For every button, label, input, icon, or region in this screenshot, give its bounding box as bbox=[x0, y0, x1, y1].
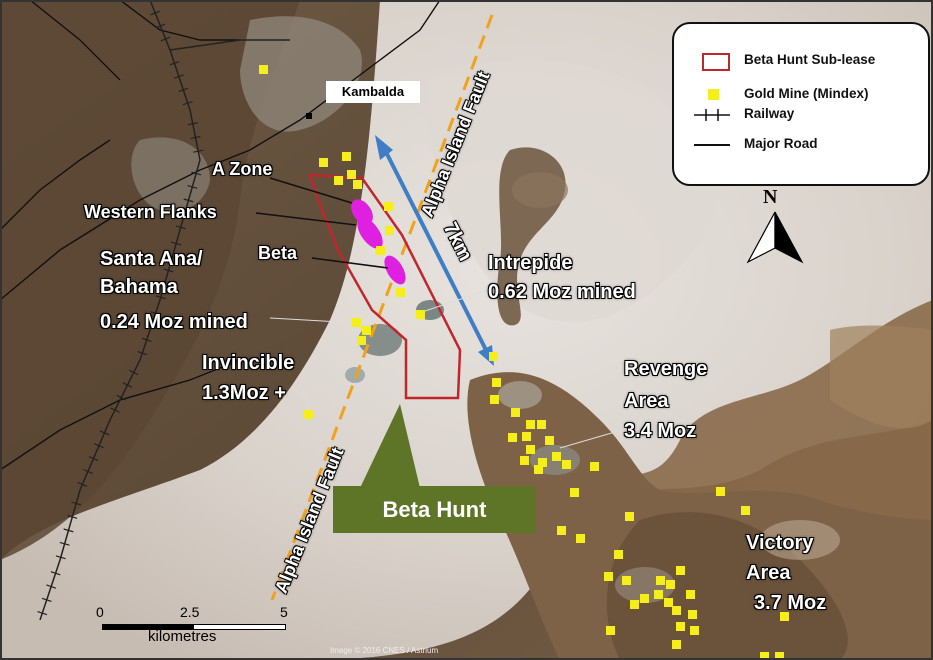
legend-label: Major Road bbox=[744, 136, 818, 151]
deposit-western-flanks bbox=[357, 217, 383, 249]
railway-icon bbox=[692, 104, 732, 126]
distance-arrow bbox=[375, 135, 494, 366]
legend-item-sublease: Beta Hunt Sub-lease bbox=[674, 50, 928, 72]
town-marker bbox=[306, 113, 312, 119]
thin-leader-lines bbox=[269, 289, 623, 449]
red-box-icon bbox=[692, 50, 732, 72]
label-victory-line1: Victory bbox=[746, 532, 814, 554]
town-label-kambalda: Kambalda bbox=[326, 81, 420, 103]
label-santa-ana-line1: Santa Ana/ bbox=[100, 248, 203, 270]
deposit-a-zone bbox=[351, 199, 373, 225]
label-victory-line2: Area bbox=[746, 562, 791, 584]
legend-item-railway: Railway bbox=[674, 104, 928, 126]
label-revenge-line2: Area bbox=[624, 390, 669, 412]
leader-lines bbox=[255, 177, 389, 269]
image-credit: Image © 2016 CNES / Astrium bbox=[330, 646, 439, 655]
beta-hunt-pointer bbox=[360, 404, 420, 488]
scale-tick-0: 0 bbox=[96, 604, 104, 620]
railway-ties bbox=[37, 10, 204, 616]
legend-label: Gold Mine (Mindex) bbox=[744, 86, 869, 101]
deposit-beta bbox=[384, 255, 406, 285]
label-victory-line3: 3.7 Moz bbox=[754, 592, 827, 614]
scale-tick-2-5: 2.5 bbox=[180, 604, 200, 620]
fault-line bbox=[270, 14, 494, 601]
beta-hunt-callout: Beta Hunt bbox=[333, 486, 536, 533]
legend-label: Railway bbox=[744, 106, 795, 121]
label-intrepide-line2: 0.62 Moz mined bbox=[488, 281, 636, 303]
yellow-square-icon bbox=[692, 84, 732, 106]
north-label: N bbox=[763, 186, 778, 208]
scale-line bbox=[102, 624, 286, 630]
label-a-zone: A Zone bbox=[212, 159, 273, 179]
label-invincible-line1: Invincible bbox=[202, 352, 295, 374]
legend-item-gold-mine: Gold Mine (Mindex) bbox=[674, 84, 928, 106]
road-line-icon bbox=[692, 134, 732, 156]
legend-label: Beta Hunt Sub-lease bbox=[744, 52, 876, 67]
scale-unit: kilometres bbox=[148, 628, 217, 645]
label-intrepide-line1: Intrepide bbox=[488, 252, 573, 274]
label-invincible-line2: 1.3Moz + bbox=[202, 382, 286, 404]
label-revenge-line1: Revenge bbox=[624, 358, 708, 380]
north-arrow-icon bbox=[746, 211, 804, 264]
scale-bar: 0 2.5 5 kilometres bbox=[90, 604, 310, 654]
sublease-outline bbox=[308, 173, 462, 400]
label-revenge-line3: 3.4 Moz bbox=[624, 420, 697, 442]
legend-item-major-road: Major Road bbox=[674, 134, 928, 156]
label-western-flanks: Western Flanks bbox=[84, 202, 217, 222]
map-legend: Beta Hunt Sub-lease Gold Mine (Mindex) R… bbox=[672, 22, 930, 186]
gold-mine-markers bbox=[259, 65, 789, 660]
scale-tick-5: 5 bbox=[280, 604, 288, 620]
label-santa-ana-line2: Bahama bbox=[100, 276, 178, 298]
label-santa-ana-line3: 0.24 Moz mined bbox=[100, 311, 248, 333]
label-beta: Beta bbox=[258, 243, 298, 263]
